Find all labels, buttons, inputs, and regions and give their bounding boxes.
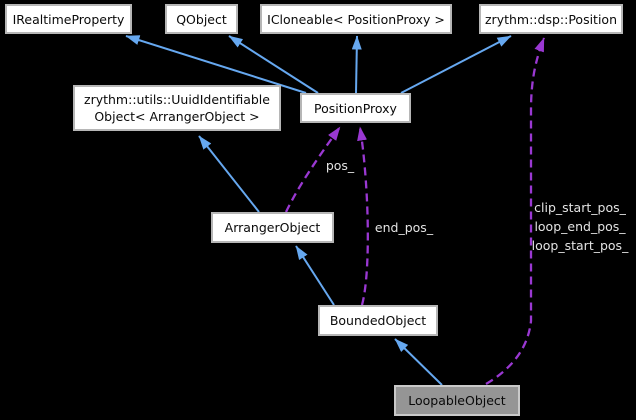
edge-label-pos: pos_ [325,158,355,173]
edge-usage-end-pos [357,126,369,306]
edge-usage-loopable-positions [485,37,546,385]
edge-label-loopable-positions: clip_start_pos_ loop_end_pos_ loop_start… [531,200,629,253]
edge-label-end-pos: end_pos_ [374,220,434,235]
edge-positionproxy-to-dsp-position [400,35,512,94]
edge-loopableobject-to-boundedobject [394,338,443,386]
edge-boundedobject-to-arrangerobject [295,245,335,306]
node-irealtimeproperty[interactable]: IRealtimeProperty [5,4,132,34]
edge-positionproxy-to-qobject [228,35,319,94]
node-arrangerobject[interactable]: ArrangerObject [211,212,334,243]
edge-arrangerobject-to-uuididentifiable [198,135,260,213]
node-positionproxy[interactable]: PositionProxy [300,93,411,123]
node-icloneable-positionproxy[interactable]: ICloneable< PositionProxy > [260,4,452,34]
node-uuididentifiableobject[interactable]: zrythm::utils::UuidIdentifiable Object< … [73,85,281,131]
edge-positionproxy-to-irealtimeproperty [125,35,307,94]
node-loopableobject-current: LoopableObject [394,385,520,416]
node-qobject[interactable]: QObject [165,4,238,34]
node-zrythm-dsp-position[interactable]: zrythm::dsp::Position [479,4,623,34]
edge-positionproxy-to-icloneable [351,35,362,94]
node-boundedobject[interactable]: BoundedObject [318,305,438,336]
